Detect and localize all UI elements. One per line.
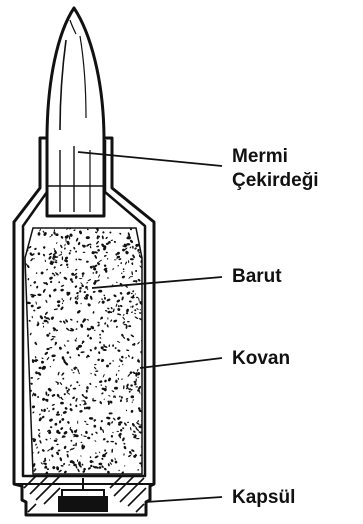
label-case: Kovan bbox=[232, 348, 290, 369]
powder-charge bbox=[20, 225, 147, 478]
label-primer: Kapsül bbox=[232, 487, 295, 508]
leader-primer bbox=[146, 497, 222, 502]
label-powder: Barut bbox=[232, 266, 282, 287]
label-bullet-line1: Mermi bbox=[232, 146, 288, 167]
bullet bbox=[47, 8, 104, 216]
label-bullet-line2: Çekirdeği bbox=[232, 170, 319, 191]
